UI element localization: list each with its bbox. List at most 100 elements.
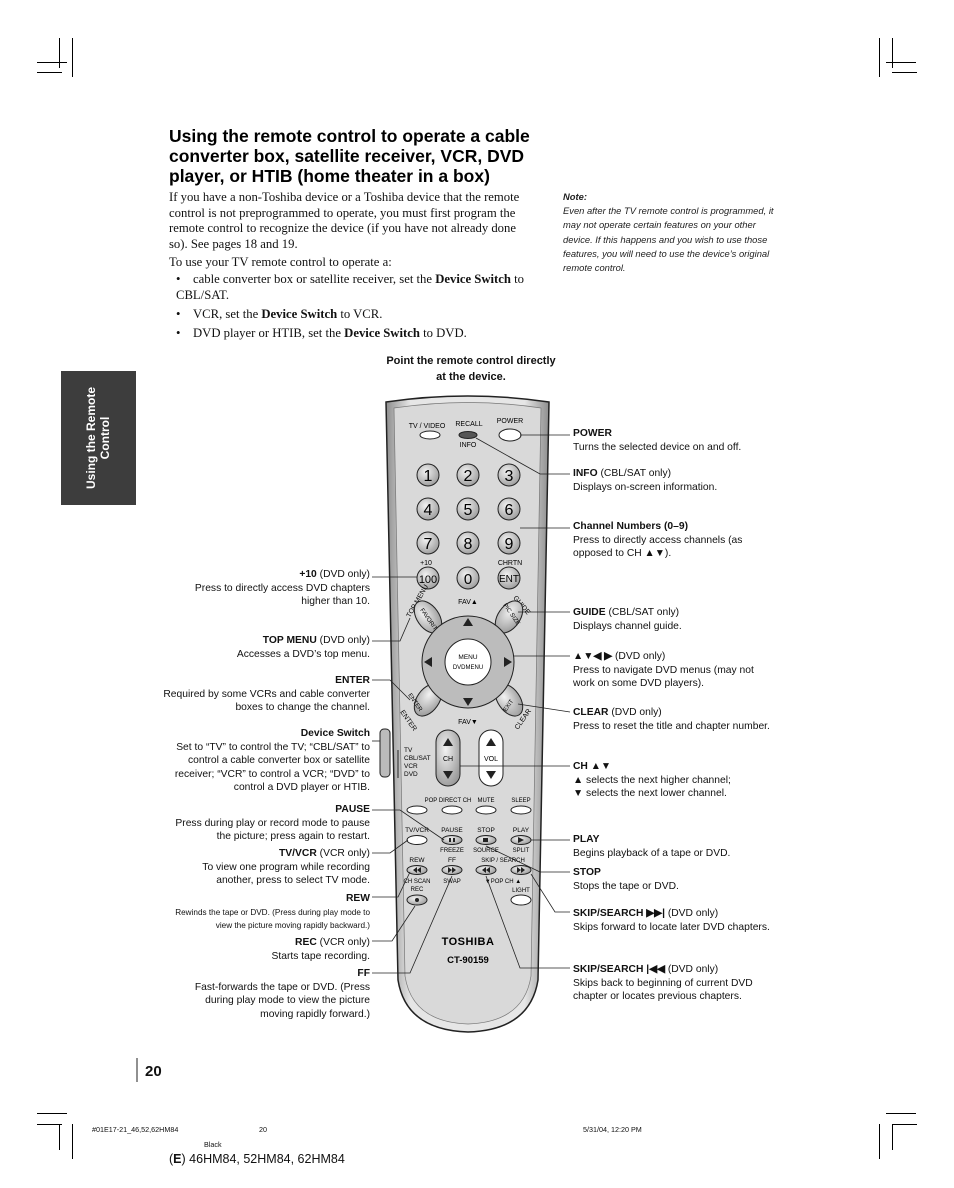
- leader-line: [530, 873, 570, 913]
- ff-text: FF: [448, 857, 456, 864]
- right-arrow-icon[interactable]: [504, 657, 512, 667]
- digit-2-button[interactable]: [456, 463, 480, 487]
- digit-8-button[interactable]: [456, 531, 480, 555]
- remote-face: [393, 402, 542, 1025]
- crop-mark: [37, 62, 67, 63]
- crop-mark: [72, 38, 73, 77]
- up-arrow-icon[interactable]: [463, 618, 473, 626]
- leader-line: [475, 437, 570, 475]
- tvvcr-text: TV/VCR: [405, 827, 429, 834]
- ch-scan-text: CH SCAN: [403, 879, 430, 885]
- leader-line: [372, 839, 409, 854]
- label-plus10: +10 (DVD only)Press to directly access D…: [194, 569, 370, 607]
- vol-rocker[interactable]: [478, 729, 504, 787]
- mute-button[interactable]: [475, 805, 497, 815]
- rew-icon: [413, 867, 417, 873]
- plus10-button[interactable]: [416, 566, 440, 590]
- switch-cblsat: CBL/SAT: [404, 755, 431, 762]
- note-box: Note: Even after the TV remote control i…: [563, 190, 778, 275]
- pause-text: PAUSE: [441, 827, 463, 834]
- digit-3-label: 3: [505, 468, 514, 485]
- crop-mark: [37, 1124, 62, 1125]
- intro-paragraph: If you have a non-Toshiba device or a To…: [169, 190, 520, 251]
- crop-mark: [892, 72, 917, 73]
- dvdmenu-text: DVDMENU: [453, 665, 483, 671]
- direct-ch-button[interactable]: [441, 805, 463, 815]
- left-arrow-icon[interactable]: [424, 657, 432, 667]
- digit-7-button[interactable]: [416, 531, 440, 555]
- crop-mark: [892, 1124, 893, 1150]
- note-heading: Note:: [563, 191, 587, 202]
- digit-9-button[interactable]: [497, 531, 521, 555]
- footer-date: 5/31/04, 12:20 PM: [583, 1125, 642, 1134]
- footer-file: #01E17-21_46,52,62HM84: [92, 1125, 179, 1134]
- digit-4-button[interactable]: [416, 497, 440, 521]
- switch-dvd: DVD: [404, 771, 418, 778]
- digit-7-label: 7: [424, 536, 433, 553]
- note-text: Even after the TV remote control is prog…: [563, 205, 774, 274]
- ff-icon: [448, 867, 452, 873]
- digit-0-label: 0: [464, 571, 472, 588]
- ch-down-icon[interactable]: [443, 771, 453, 779]
- menu-button[interactable]: [444, 638, 492, 686]
- chrtn-text: CHRTN: [498, 560, 522, 567]
- digit-6-button[interactable]: [497, 497, 521, 521]
- recall-button[interactable]: [458, 431, 478, 439]
- bullet-item: •VCR, set the Device Switch to VCR.: [176, 307, 383, 321]
- digit-5-label: 5: [464, 502, 473, 519]
- down-arrow-icon[interactable]: [463, 698, 473, 706]
- skip-search-text: SKIP / SEARCH: [481, 858, 525, 864]
- sleep-text: SLEEP: [511, 798, 530, 804]
- ch-text: CH: [443, 756, 453, 763]
- power-button[interactable]: [498, 428, 522, 442]
- light-button[interactable]: [510, 894, 532, 906]
- switch-vcr: VCR: [404, 763, 418, 770]
- play-text: PLAY: [513, 827, 530, 834]
- pop-button[interactable]: [406, 805, 428, 815]
- plus10-button-label: 100: [419, 574, 437, 586]
- fav-up-text: FAV▲: [458, 599, 478, 606]
- digit-0-button[interactable]: [456, 566, 480, 590]
- crop-mark: [37, 72, 62, 73]
- bullet-item: •cable converter box or satellite receiv…: [176, 272, 525, 302]
- plus10-text: +10: [420, 560, 432, 567]
- label-clear: CLEAR (DVD only)Press to reset the title…: [573, 707, 770, 732]
- tvvcr-button[interactable]: [406, 835, 428, 845]
- digit-1-button[interactable]: [416, 463, 440, 487]
- digit-5-button[interactable]: [456, 497, 480, 521]
- rew-text: REW: [409, 857, 425, 864]
- crop-mark: [72, 1124, 73, 1159]
- crop-mark: [892, 38, 893, 68]
- ch-up-icon[interactable]: [443, 738, 453, 746]
- crop-mark: [879, 38, 880, 77]
- switch-tv: TV: [404, 747, 413, 754]
- rec-text: REC: [411, 887, 424, 893]
- pause-icon: [449, 838, 451, 842]
- footer-color: Black: [204, 1140, 222, 1149]
- crop-mark: [37, 1113, 67, 1114]
- vol-up-icon[interactable]: [486, 738, 496, 746]
- label-tvvcr: TV/VCR (VCR only)To view one program whi…: [202, 848, 370, 886]
- sleep-button[interactable]: [510, 805, 532, 815]
- play-icon: [518, 837, 524, 843]
- digit-3-button[interactable]: [497, 463, 521, 487]
- ent-button[interactable]: [497, 566, 521, 590]
- vol-down-icon[interactable]: [486, 771, 496, 779]
- pause-button[interactable]: [441, 835, 463, 845]
- bullet-item: •DVD player or HTIB, set the Device Swit…: [176, 326, 467, 340]
- light-text: LIGHT: [512, 888, 530, 894]
- crop-mark: [886, 1113, 916, 1114]
- leader-line: [372, 871, 411, 898]
- device-switch[interactable]: [379, 728, 391, 778]
- digit-8-label: 8: [464, 536, 473, 553]
- ch-rocker[interactable]: [435, 729, 461, 787]
- fav-down-text: FAV▼: [458, 719, 478, 726]
- label-skip-back: SKIP/SEARCH |◀◀ (DVD only)Skips back to …: [573, 964, 753, 1002]
- tv-video-button[interactable]: [419, 430, 441, 440]
